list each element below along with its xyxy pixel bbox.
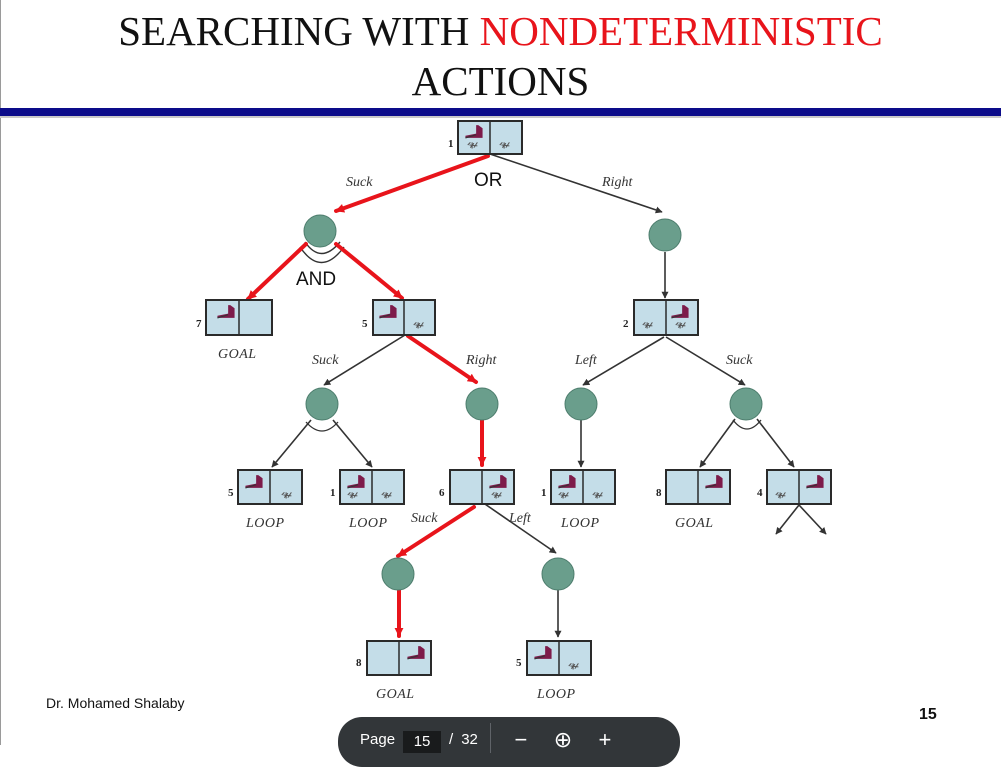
- and-arc-top-outer: [299, 246, 345, 264]
- state-box-5: [372, 299, 436, 336]
- edge-goal-8: [699, 418, 736, 468]
- state-box-7: [205, 299, 273, 336]
- or-node-right-5: [465, 387, 499, 421]
- page-total: 32: [461, 731, 478, 748]
- title-accent: NONDETERMINISTIC: [479, 8, 883, 54]
- state-box-1-root: [457, 120, 523, 155]
- edge-left-from-6: [481, 501, 557, 554]
- state-box-8-final: [366, 640, 432, 676]
- or-node-suck-6: [381, 557, 415, 591]
- state-number-5-loop: 5: [228, 487, 234, 499]
- state-numbers: 1 7 5 2 5 1 6 1 8 4 8 5: [196, 138, 763, 669]
- outcome-goal-final: GOAL: [376, 687, 415, 702]
- tree-edges: [271, 153, 827, 638]
- edge-label-suck-2: Suck: [726, 353, 753, 368]
- state-number-8-goal: 8: [656, 487, 662, 499]
- or-nodes: [303, 214, 763, 591]
- title-part-1: SEARCHING WITH: [118, 8, 480, 54]
- state-number-5-final: 5: [516, 657, 522, 669]
- edge-loop-5: [271, 419, 312, 468]
- solution-edge-goal-7: [246, 242, 308, 301]
- state-box-8-goal: [665, 469, 731, 505]
- edge-label-suck-top: Suck: [346, 175, 373, 190]
- and-or-search-tree: 1 7 5 2 5 1 6 1 8 4 8 5 Suck Right Suck …: [196, 120, 832, 702]
- outcome-loop-final: LOOP: [536, 687, 576, 702]
- state-box-2: [633, 299, 699, 336]
- state-box-5-final: [526, 640, 592, 676]
- state-number-6: 6: [439, 487, 445, 499]
- state-number-1-loop: 1: [330, 487, 336, 499]
- solution-edge-suck: [334, 154, 490, 213]
- zoom-out-button[interactable]: −: [514, 727, 528, 752]
- edge-state-4: [756, 418, 795, 468]
- edge-expand-4b: [798, 504, 827, 535]
- state-box-5-loop: [237, 469, 303, 505]
- footer-author: Dr. Mohamed Shalaby: [46, 695, 185, 711]
- header-bar-shadow: [0, 116, 1001, 118]
- state-number-2: 2: [623, 318, 629, 330]
- state-boxes: [205, 120, 832, 676]
- state-box-1-loop-b: [550, 469, 616, 505]
- page-separator: /: [449, 731, 454, 748]
- solution-edge-suck-6: [396, 505, 476, 558]
- or-node-suck-2: [729, 387, 763, 421]
- edge-suck-from-2: [665, 336, 746, 386]
- footer-slide-number: 15: [919, 706, 937, 723]
- title-part-3: ACTIONS: [411, 58, 590, 104]
- page-label: Page: [360, 731, 396, 748]
- edge-label-right-5: Right: [465, 353, 497, 368]
- header-bar: [0, 108, 1001, 116]
- edge-label-left-2: Left: [574, 353, 598, 368]
- solution-edge-right: [406, 334, 478, 384]
- outcome-goal-8: GOAL: [675, 516, 714, 531]
- toolbar-divider: [489, 723, 491, 753]
- edge-right-top: [489, 153, 663, 214]
- page-number-input[interactable]: [403, 731, 442, 753]
- outcome-loop-5: LOOP: [245, 516, 285, 531]
- edge-label-right-top: Right: [601, 175, 633, 190]
- edge-label-left-6: Left: [508, 511, 532, 526]
- solution-edge-state-5: [334, 242, 404, 300]
- slide-title: SEARCHING WITH NONDETERMINISTIC ACTIONS: [0, 6, 1001, 106]
- state-box-1-loop: [339, 469, 405, 505]
- pdf-page-toolbar: Page / 32 − ⊕ +: [338, 717, 680, 767]
- solution-edges: [246, 154, 490, 638]
- and-arc-left: [305, 421, 339, 432]
- or-label: OR: [474, 170, 503, 191]
- or-node-suck-5: [305, 387, 339, 421]
- state-number-7: 7: [196, 318, 202, 330]
- zoom-fit-button[interactable]: ⊕: [553, 727, 573, 752]
- and-label: AND: [296, 269, 336, 290]
- edge-left-from-2: [582, 336, 665, 386]
- outcome-loop-1b: LOOP: [560, 516, 600, 531]
- slide-border: [0, 0, 1, 745]
- state-box-4: [766, 469, 832, 505]
- state-number-4: 4: [757, 487, 763, 499]
- or-node-left-6: [541, 557, 575, 591]
- edge-label-suck-6: Suck: [411, 511, 438, 526]
- state-number-8-final: 8: [356, 657, 362, 669]
- state-number-root: 1: [448, 138, 454, 150]
- outcome-loop-1: LOOP: [348, 516, 388, 531]
- or-node-right: [648, 218, 682, 252]
- edge-loop-1: [332, 419, 373, 468]
- or-node-suck: [303, 214, 337, 248]
- and-arc-right: [732, 419, 762, 430]
- zoom-in-button[interactable]: +: [598, 727, 612, 752]
- outcome-goal-7: GOAL: [218, 347, 257, 362]
- state-box-6: [449, 469, 515, 505]
- state-number-1-loop-b: 1: [541, 487, 547, 499]
- or-node-left-2: [564, 387, 598, 421]
- edge-suck-from-5: [323, 334, 406, 386]
- edge-expand-4a: [775, 504, 800, 535]
- state-number-5: 5: [362, 318, 368, 330]
- edge-label-suck-5: Suck: [312, 353, 339, 368]
